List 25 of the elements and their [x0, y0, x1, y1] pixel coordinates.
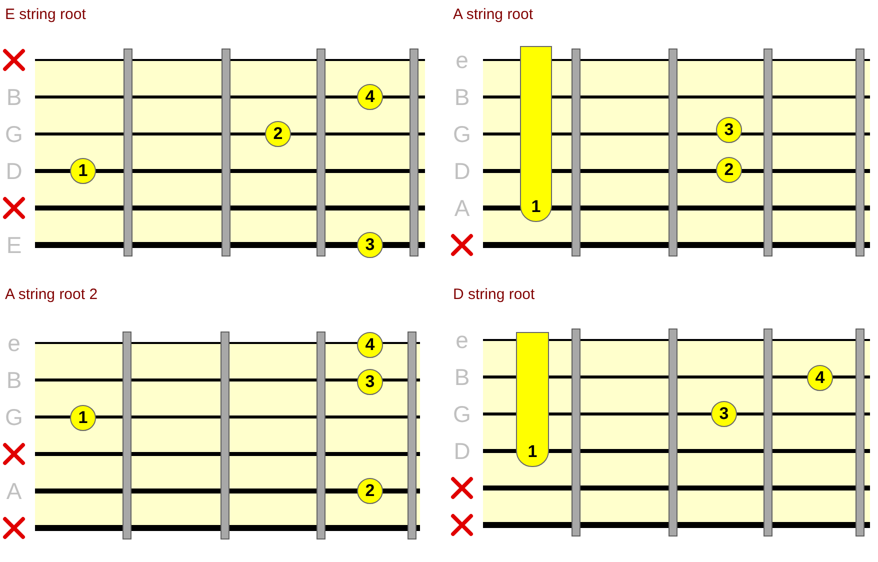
string-name: G [4, 404, 24, 430]
string-name: e [454, 47, 470, 73]
string-name: G [4, 121, 24, 147]
string-name: B [453, 364, 471, 390]
string-name: B [5, 84, 23, 110]
string-name: D [452, 438, 472, 464]
barre-finger: 1 [516, 332, 549, 467]
string-name: e [6, 330, 22, 356]
chord-title: E string root [5, 6, 86, 23]
string-name: E [5, 232, 23, 258]
finger-dot: 3 [357, 232, 383, 258]
string-name: G [452, 121, 472, 147]
string-name: D [452, 158, 472, 184]
chord-title: D string root [453, 286, 535, 303]
string-name: D [4, 158, 24, 184]
chord-title: A string root 2 [5, 286, 98, 303]
string-name: A [5, 478, 23, 504]
string-name: A [453, 195, 471, 221]
string-name: G [452, 401, 472, 427]
chord-title: A string root [453, 6, 534, 23]
barre-finger: 1 [520, 46, 552, 222]
string-name: B [5, 367, 23, 393]
string-name: B [453, 84, 471, 110]
string-name: e [454, 327, 470, 353]
finger-dot: 4 [357, 332, 383, 358]
